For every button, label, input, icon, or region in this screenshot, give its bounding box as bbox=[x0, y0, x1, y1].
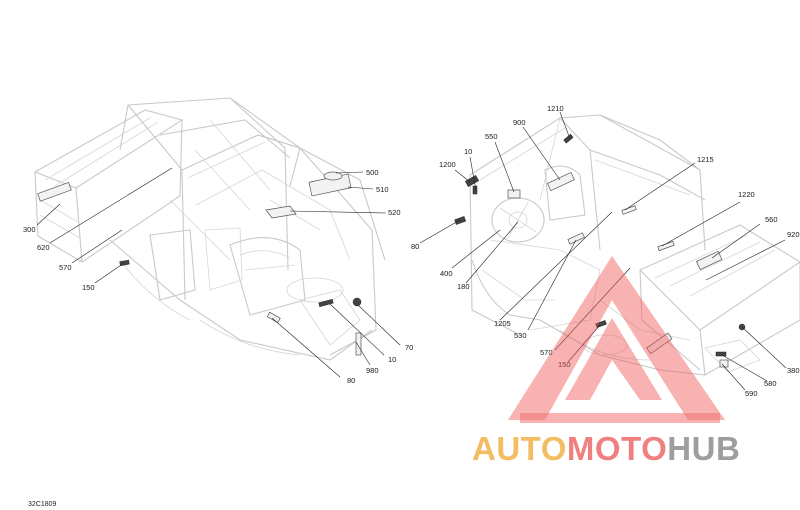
callout-400: 400 bbox=[440, 269, 453, 278]
callout-570: 570 bbox=[59, 263, 72, 272]
right-vehicle-outline bbox=[469, 114, 800, 376]
callout-560: 560 bbox=[765, 215, 778, 224]
callout-10: 10 bbox=[388, 355, 396, 364]
decal-70 bbox=[352, 297, 362, 307]
automotohub-watermark: AUTOMOTOHUB bbox=[472, 256, 740, 467]
callout-550: 550 bbox=[485, 132, 498, 141]
callout-980: 980 bbox=[366, 366, 379, 375]
callout-1200: 1200 bbox=[439, 160, 456, 169]
callout-150: 150 bbox=[82, 283, 95, 292]
callout-510: 510 bbox=[376, 185, 389, 194]
leader-lines bbox=[36, 111, 787, 391]
decal-1210 bbox=[563, 133, 574, 144]
left-decals bbox=[37, 171, 362, 356]
watermark-auto: AUTO bbox=[472, 430, 567, 467]
callout-900: 900 bbox=[513, 118, 526, 127]
callout-380: 380 bbox=[787, 366, 800, 375]
callout-920: 920 bbox=[787, 230, 800, 239]
callout-1205: 1205 bbox=[494, 319, 511, 328]
decal-1200 bbox=[464, 175, 480, 187]
callout-1215: 1215 bbox=[697, 155, 714, 164]
decal-10-right bbox=[472, 185, 478, 195]
diagram-code: 32C1809 bbox=[28, 501, 57, 508]
callout-10-right: 10 bbox=[464, 147, 472, 156]
callouts-left: 300 620 570 150 500 510 520 70 10 980 80 bbox=[23, 168, 413, 385]
decal-80-left bbox=[266, 311, 281, 324]
decal-900 bbox=[546, 171, 575, 192]
left-vehicle-outline bbox=[33, 97, 386, 361]
decal-500 bbox=[323, 171, 343, 181]
decal-980 bbox=[355, 332, 362, 356]
callout-180: 180 bbox=[457, 282, 470, 291]
decal-1220 bbox=[657, 240, 675, 252]
callout-300: 300 bbox=[23, 225, 36, 234]
callout-70: 70 bbox=[405, 343, 413, 352]
decal-590 bbox=[719, 359, 729, 368]
callout-530: 530 bbox=[514, 331, 527, 340]
decal-80-right bbox=[454, 216, 467, 225]
watermark-hub: HUB bbox=[667, 430, 740, 467]
decal-580 bbox=[715, 351, 727, 357]
callout-580: 580 bbox=[764, 379, 777, 388]
watermark-moto: MOTO bbox=[567, 430, 667, 467]
callout-520: 520 bbox=[388, 208, 401, 217]
callout-500: 500 bbox=[366, 168, 379, 177]
callout-1220: 1220 bbox=[738, 190, 755, 199]
decal-520 bbox=[265, 205, 297, 219]
decal-10 bbox=[318, 298, 334, 308]
decal-rear-logo bbox=[646, 332, 673, 355]
callout-620: 620 bbox=[37, 243, 50, 252]
watermark-triangle-icon bbox=[508, 256, 725, 420]
callout-1210: 1210 bbox=[547, 104, 564, 113]
decal-300 bbox=[37, 181, 72, 202]
callouts-right: 10 1200 550 900 1210 1215 80 400 180 120… bbox=[411, 104, 800, 398]
callout-80: 80 bbox=[347, 376, 355, 385]
decal-150-right bbox=[595, 320, 607, 328]
callout-590: 590 bbox=[745, 389, 758, 398]
decal-550 bbox=[507, 189, 521, 199]
svg-text:AUTOMOTOHUB: AUTOMOTOHUB bbox=[472, 430, 740, 467]
watermark-inner-triangle-icon bbox=[565, 318, 662, 400]
decal-530 bbox=[567, 232, 585, 245]
callout-80-right: 80 bbox=[411, 242, 419, 251]
decal-560 bbox=[695, 250, 723, 271]
callout-150-right: 150 bbox=[558, 360, 571, 369]
callout-570-right: 570 bbox=[540, 348, 553, 357]
